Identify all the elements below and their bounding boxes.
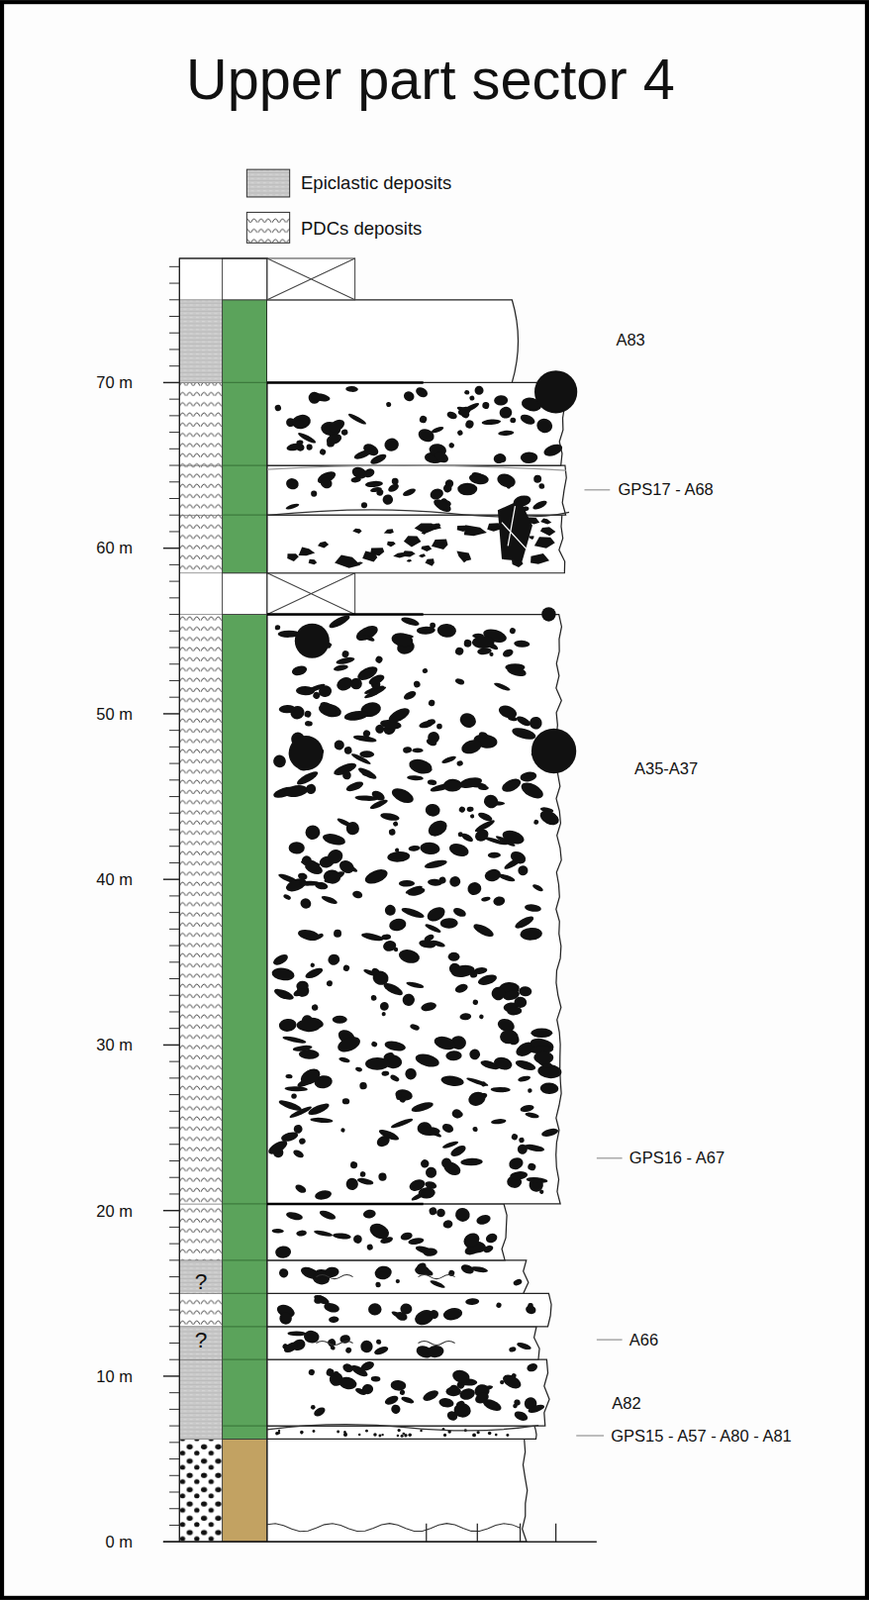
column-frame: [179, 258, 268, 1542]
leader-lines: [576, 489, 622, 1436]
depth-label: 30 m: [96, 1036, 133, 1054]
lithology-cell: [179, 573, 222, 615]
lithology-cell: [179, 299, 222, 384]
unit-boundary: [222, 382, 268, 384]
lithology-cell: [179, 1203, 222, 1260]
lithology-cell: [179, 258, 222, 300]
sample-label: GPS16 - A67: [629, 1149, 725, 1166]
depth-label: 10 m: [96, 1367, 133, 1385]
legend-text: PDCs deposits: [300, 219, 422, 239]
lithology-cell: [179, 514, 222, 574]
unit-boundary: [222, 1292, 268, 1294]
depth-label: 40 m: [96, 870, 133, 888]
depth-axis: [163, 258, 597, 1542]
depth-label: 60 m: [96, 539, 133, 557]
unit-boundary: [222, 514, 268, 516]
lithology-cell: [179, 465, 222, 515]
unit-boundary: [222, 1358, 268, 1360]
log-unit: [266, 612, 563, 1204]
lithology-cell: [179, 1326, 222, 1359]
columns: [179, 258, 268, 1542]
unit-boundary: [222, 464, 268, 466]
depth-label: 0 m: [104, 1533, 133, 1550]
log-unit: [267, 573, 356, 615]
facies-cell: [222, 299, 268, 574]
depth-label: 50 m: [96, 705, 133, 723]
lithology-cell: [179, 614, 222, 1204]
facies-cell: [222, 573, 268, 615]
unit-boundary: [222, 1325, 268, 1327]
sample-label: GPS17 - A68: [617, 481, 713, 498]
sample-label: A35-A37: [634, 760, 698, 777]
sample-label: A83: [615, 331, 645, 349]
sample-label: GPS15 - A57 - A80 - A81: [610, 1427, 792, 1445]
lithology-cell: [179, 1259, 222, 1293]
unit-boundary: [222, 1258, 268, 1260]
log-unit: [267, 258, 356, 300]
log-unit: [267, 1438, 528, 1542]
log-unit: [267, 382, 565, 466]
uncertain-mark: ?: [194, 1328, 208, 1352]
facies-cell: [222, 258, 268, 300]
facies-cell: [222, 614, 268, 1440]
pdc-swatch: [246, 211, 290, 243]
unit-boundary: [222, 1424, 268, 1426]
sample-label: A66: [629, 1331, 659, 1349]
lithology-cell: [179, 1438, 222, 1542]
lithology-cell: [179, 1358, 222, 1439]
legend-swatches: [246, 169, 290, 243]
log-units: [266, 258, 578, 1542]
uncertain-mark: ?: [194, 1269, 208, 1293]
unit-boundary: [222, 1202, 268, 1204]
legend-text: Epiclastic deposits: [300, 174, 452, 194]
depth-label: 20 m: [96, 1202, 133, 1220]
lithology-cell: [179, 1292, 222, 1326]
log-unit: [267, 1425, 537, 1439]
lithology-cell: [179, 382, 222, 466]
log-unit: [267, 299, 519, 384]
epiclastic-swatch: [246, 169, 290, 197]
title: Upper part sector 4: [186, 51, 676, 109]
sample-label: A82: [611, 1394, 641, 1412]
log-unit: [267, 1358, 550, 1426]
log-unit: [267, 1326, 540, 1360]
log-unit: [267, 1259, 529, 1293]
depth-label: 70 m: [96, 374, 133, 391]
log-unit: [267, 1292, 552, 1328]
facies-cell: [222, 1438, 268, 1542]
log-unit: [267, 1203, 507, 1260]
